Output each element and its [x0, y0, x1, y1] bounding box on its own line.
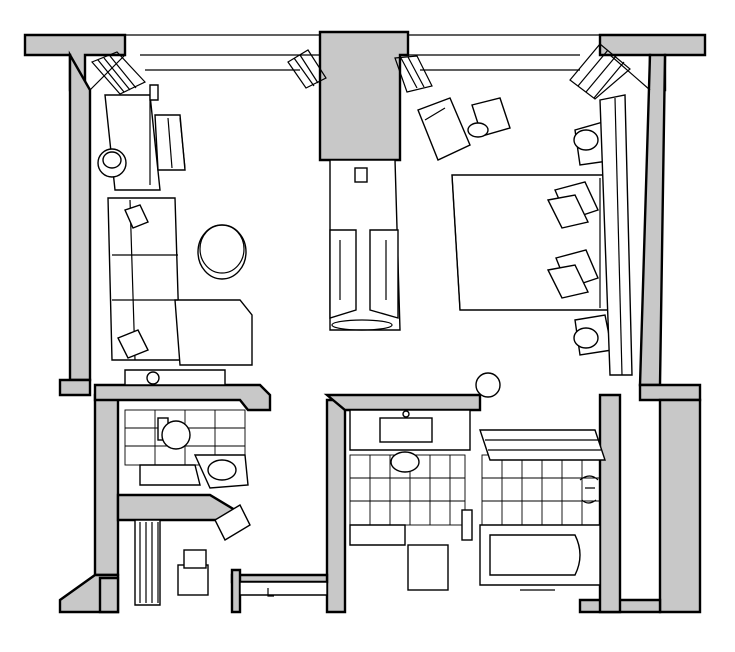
- bath-counter: [349, 524, 406, 546]
- bedroom-area: [417, 94, 633, 398]
- headboard-panel: [599, 94, 633, 376]
- bathroom-mirror: [390, 451, 420, 473]
- ottoman: [467, 97, 511, 138]
- folding-shelf: [214, 504, 251, 541]
- bathtub-with-fittings: [479, 524, 601, 591]
- wc-counter: [139, 464, 201, 486]
- pillows: [546, 181, 599, 299]
- storage-bench: [124, 369, 226, 386]
- shower-controls: [579, 475, 599, 504]
- hanging-rods: [134, 519, 161, 606]
- l-shaped-sofa: [107, 197, 253, 366]
- media-column: [329, 159, 401, 331]
- armchair: [417, 97, 471, 161]
- living-area: [97, 84, 253, 386]
- waste-bin: [407, 544, 449, 591]
- toilet: [157, 417, 191, 450]
- vanity-sink: [349, 409, 471, 451]
- tiled-walls: [349, 451, 601, 526]
- luggage-stand: [177, 549, 209, 596]
- floor-lamp: [475, 372, 501, 398]
- curtains: [90, 43, 631, 100]
- entry-door[interactable]: [239, 581, 328, 596]
- round-coffee-table: [197, 224, 247, 280]
- window-frames: [89, 34, 651, 91]
- desk-chair: [154, 114, 186, 171]
- side-table-with-lamp: [97, 148, 127, 178]
- cushions: [117, 204, 149, 359]
- wc: [124, 409, 249, 489]
- towel-rack: [479, 429, 606, 461]
- door-handle[interactable]: [267, 588, 274, 597]
- exterior-walls: [23, 30, 707, 614]
- tv-cabinet-with-doors: [329, 159, 401, 331]
- closet: [134, 504, 251, 606]
- entry: [239, 581, 328, 597]
- corner-sink: [193, 454, 249, 489]
- shower-rail-support: [461, 509, 473, 541]
- bathroom: [349, 409, 606, 591]
